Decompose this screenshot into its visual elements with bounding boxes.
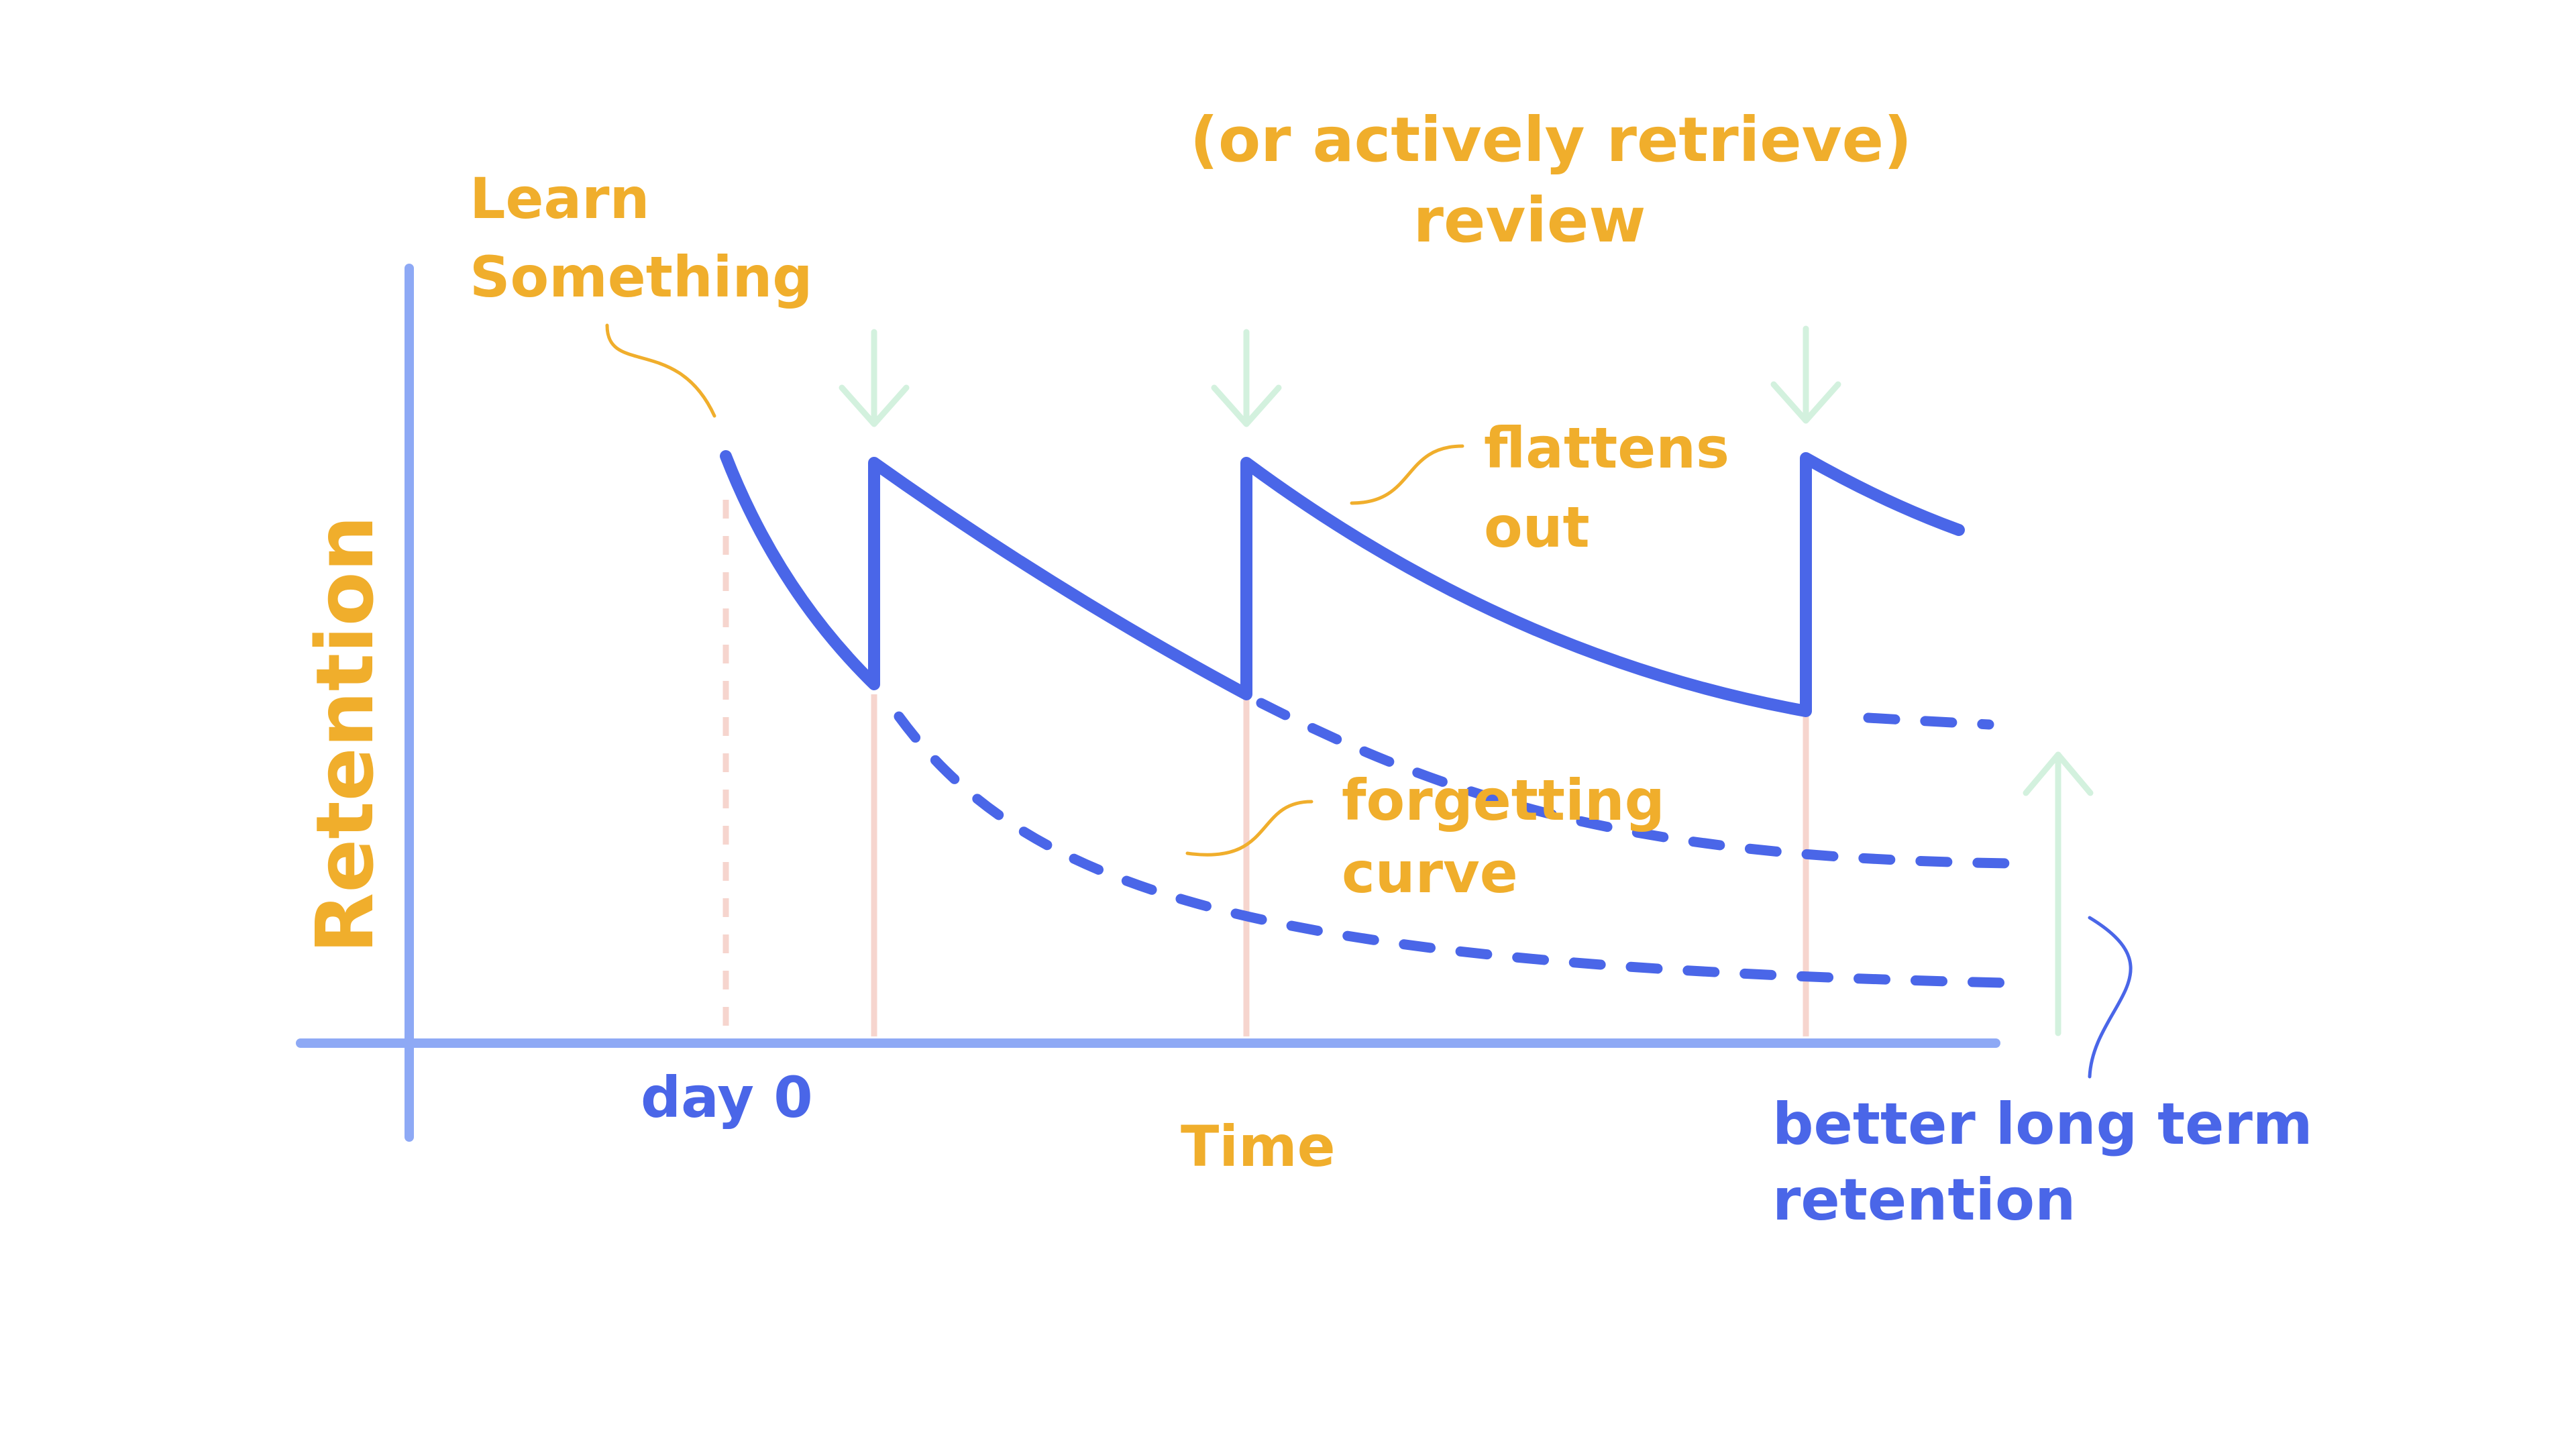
axes (296, 264, 2000, 1142)
forgetting-curves (894, 698, 2018, 988)
review-label-line2: review (1413, 184, 1646, 256)
forgetting-curve-after-review-1 (894, 711, 2008, 988)
forgetting-connector (1185, 800, 1313, 857)
down-arrow-icon (839, 329, 910, 427)
down-arrow-icon (1211, 329, 1282, 427)
forgetting-label-line1: forgetting (1342, 767, 1665, 833)
review-label-line1: (or actively retrieve) (1190, 104, 1912, 176)
flattens-label-line2: out (1484, 494, 1590, 560)
guide-lines (722, 500, 1809, 1036)
forgetting-curve-after-review-3 (1863, 712, 1994, 730)
forgetting-label-line2: curve (1342, 840, 1518, 906)
review-arrows (839, 325, 1841, 427)
flattens-connector (1350, 444, 1464, 505)
learn-label-line1: Learn (470, 166, 649, 231)
down-arrow-icon (1770, 325, 1841, 424)
better-retention-label-line2: retention (1772, 1167, 2076, 1234)
flattens-label-line1: flattens (1484, 415, 1729, 481)
day-zero-label: day 0 (641, 1065, 813, 1130)
retention-curve (720, 450, 1965, 717)
annotation-connectors (605, 323, 2133, 1079)
up-arrow-icon (2023, 751, 2094, 1036)
forgetting-curve-after-review-2 (1256, 698, 2018, 869)
learn-label-line2: Something (470, 244, 812, 310)
better-retention-label-line1: better long term (1772, 1091, 2313, 1158)
learn-connector (605, 323, 716, 418)
y-axis-label: Retention (299, 515, 391, 953)
x-axis-label: Time (1181, 1114, 1336, 1179)
better-retention-connector (2088, 916, 2133, 1079)
